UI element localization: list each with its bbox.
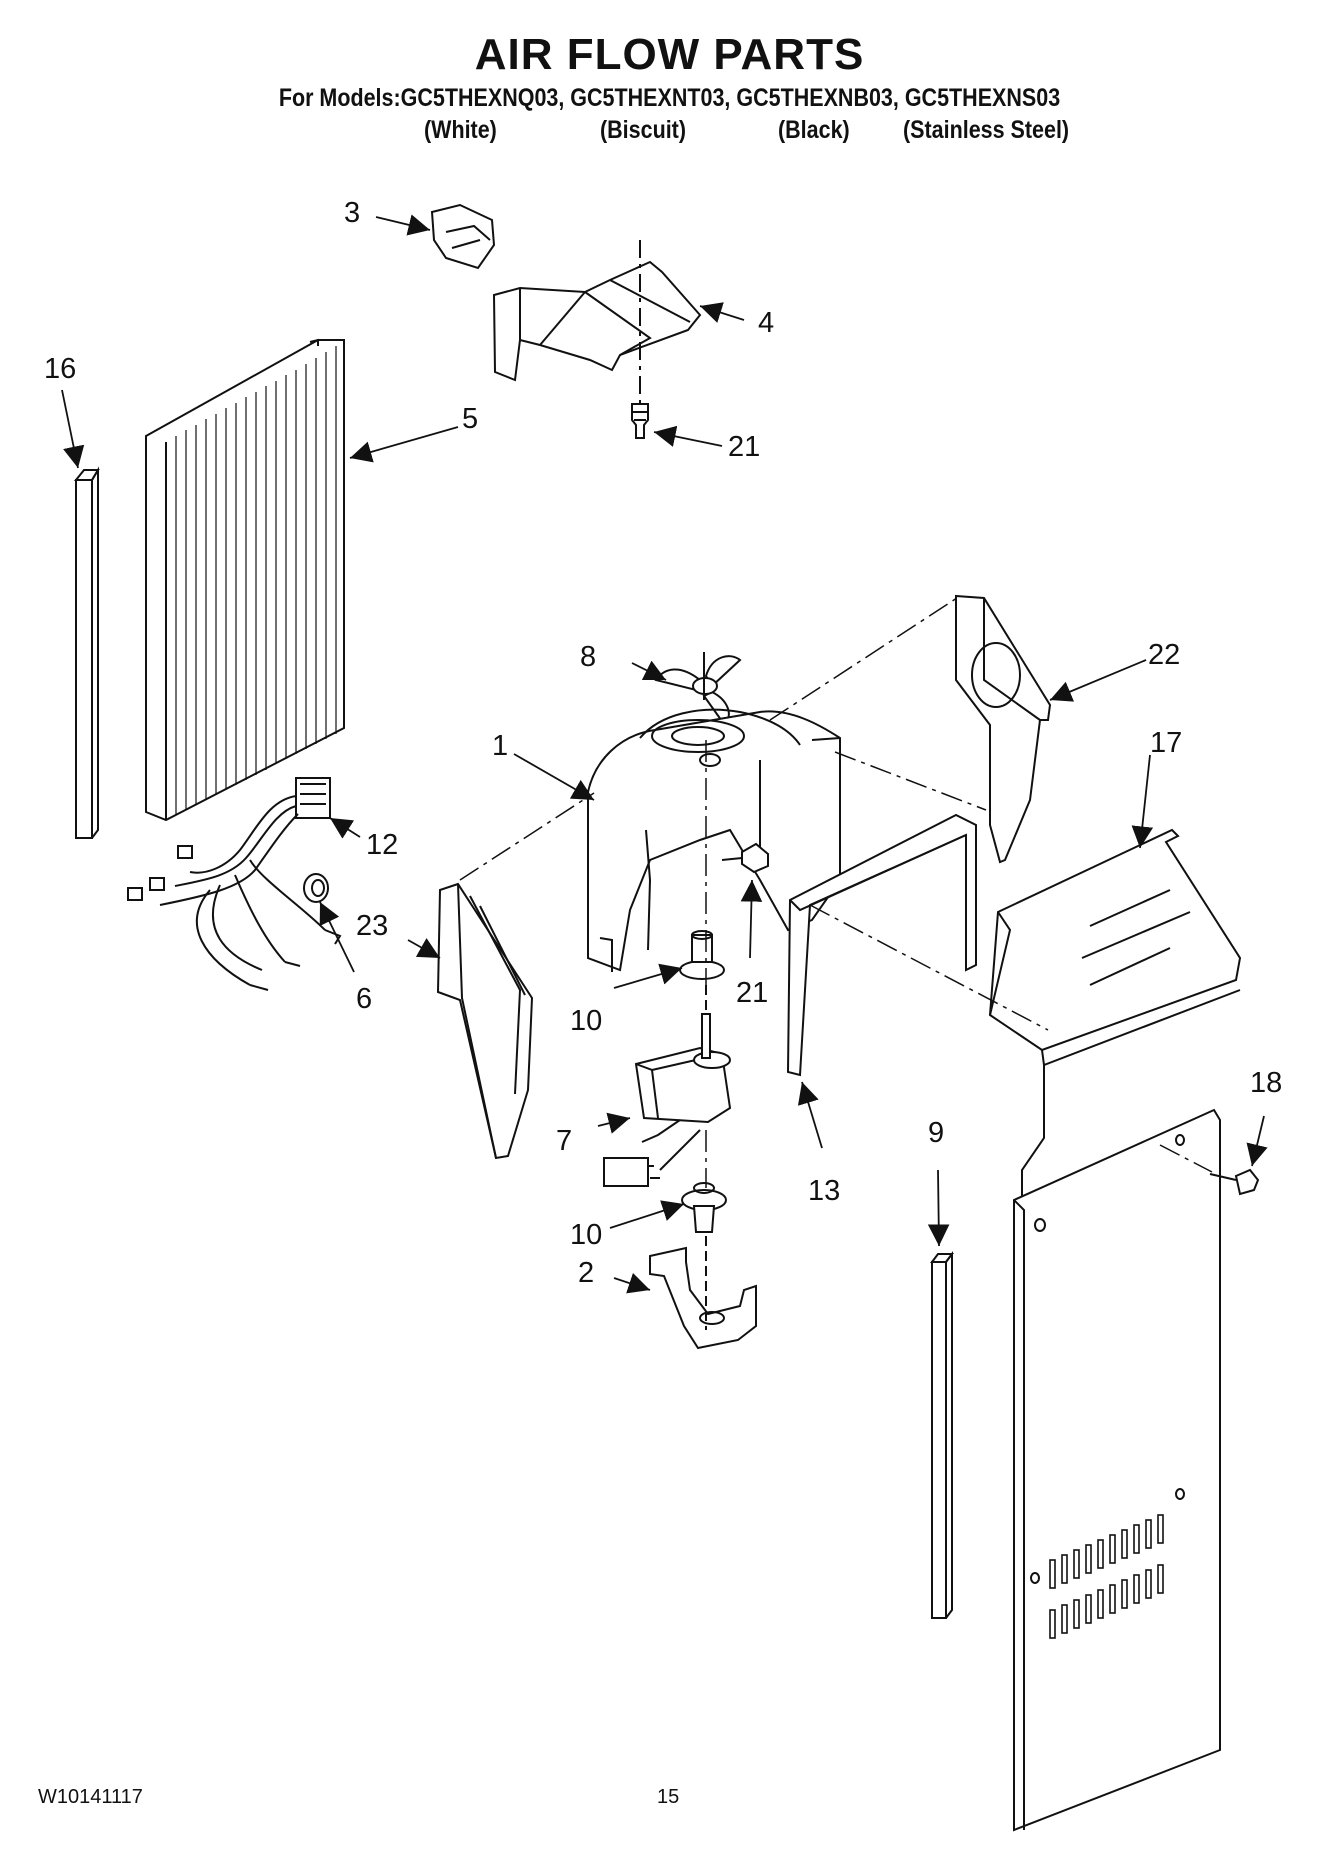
callout-17: 17	[1150, 727, 1182, 759]
part-17-long-panel	[1013, 1108, 1221, 1832]
part-7-fan-motor	[603, 985, 732, 1187]
part-17-housing	[988, 828, 1242, 1200]
part-18-screw	[1209, 1168, 1260, 1196]
callout-2: 2	[578, 1257, 594, 1289]
part-16-gasket-strip	[73, 466, 100, 839]
part-10-grommet-upper	[679, 930, 725, 980]
part-10-grommet-lower	[681, 1182, 727, 1233]
callout-21-upper: 21	[728, 431, 760, 463]
callout-4: 4	[758, 307, 774, 339]
part-23-side-gasket	[436, 882, 534, 1160]
callout-3: 3	[344, 197, 360, 229]
part-9-strip	[930, 1251, 954, 1619]
finish-white: (White)	[424, 116, 497, 144]
leader-arrows	[61, 214, 1268, 1294]
callout-12: 12	[366, 829, 398, 861]
callout-7: 7	[556, 1125, 572, 1157]
part-3-clip	[430, 203, 496, 270]
callout-18: 18	[1250, 1067, 1282, 1099]
finish-stainless-steel: (Stainless Steel)	[903, 116, 1070, 144]
part-6-grommet	[303, 873, 329, 903]
part-21-screw-middle	[721, 842, 769, 874]
callout-9: 9	[928, 1117, 944, 1149]
callout-10-lower: 10	[570, 1219, 602, 1251]
assembly-lines	[459, 595, 1213, 1188]
finish-black: (Black)	[778, 116, 850, 144]
part-22-bracket	[955, 594, 1052, 864]
part-4-duct	[492, 240, 702, 410]
part-2-motor-bracket	[649, 1236, 757, 1350]
callout-5: 5	[462, 403, 478, 435]
page-title: AIR FLOW PARTS	[474, 30, 865, 79]
finish-biscuit: (Biscuit)	[600, 116, 686, 144]
callout-21-middle: 21	[736, 977, 768, 1009]
callout-8: 8	[580, 641, 596, 673]
page-number: 15	[657, 1786, 680, 1808]
part-21-screw-upper	[631, 403, 649, 439]
document-number: W10141117	[38, 1786, 143, 1808]
part-13-u-gasket	[786, 813, 977, 1077]
callout-13: 13	[808, 1175, 840, 1207]
part-8-fan-blade	[654, 652, 742, 726]
part-1-fan-shroud	[587, 708, 841, 972]
callout-1: 1	[492, 730, 508, 762]
part-12-wire-harness	[127, 777, 342, 991]
callout-22: 22	[1148, 639, 1180, 671]
callout-23: 23	[356, 910, 388, 942]
callout-16: 16	[44, 353, 76, 385]
callout-10-upper: 10	[570, 1005, 602, 1037]
part-5-panel	[145, 338, 345, 822]
callout-6: 6	[356, 983, 372, 1015]
model-list: For Models:GC5THEXNQ03, GC5THEXNT03, GC5…	[278, 84, 1061, 112]
